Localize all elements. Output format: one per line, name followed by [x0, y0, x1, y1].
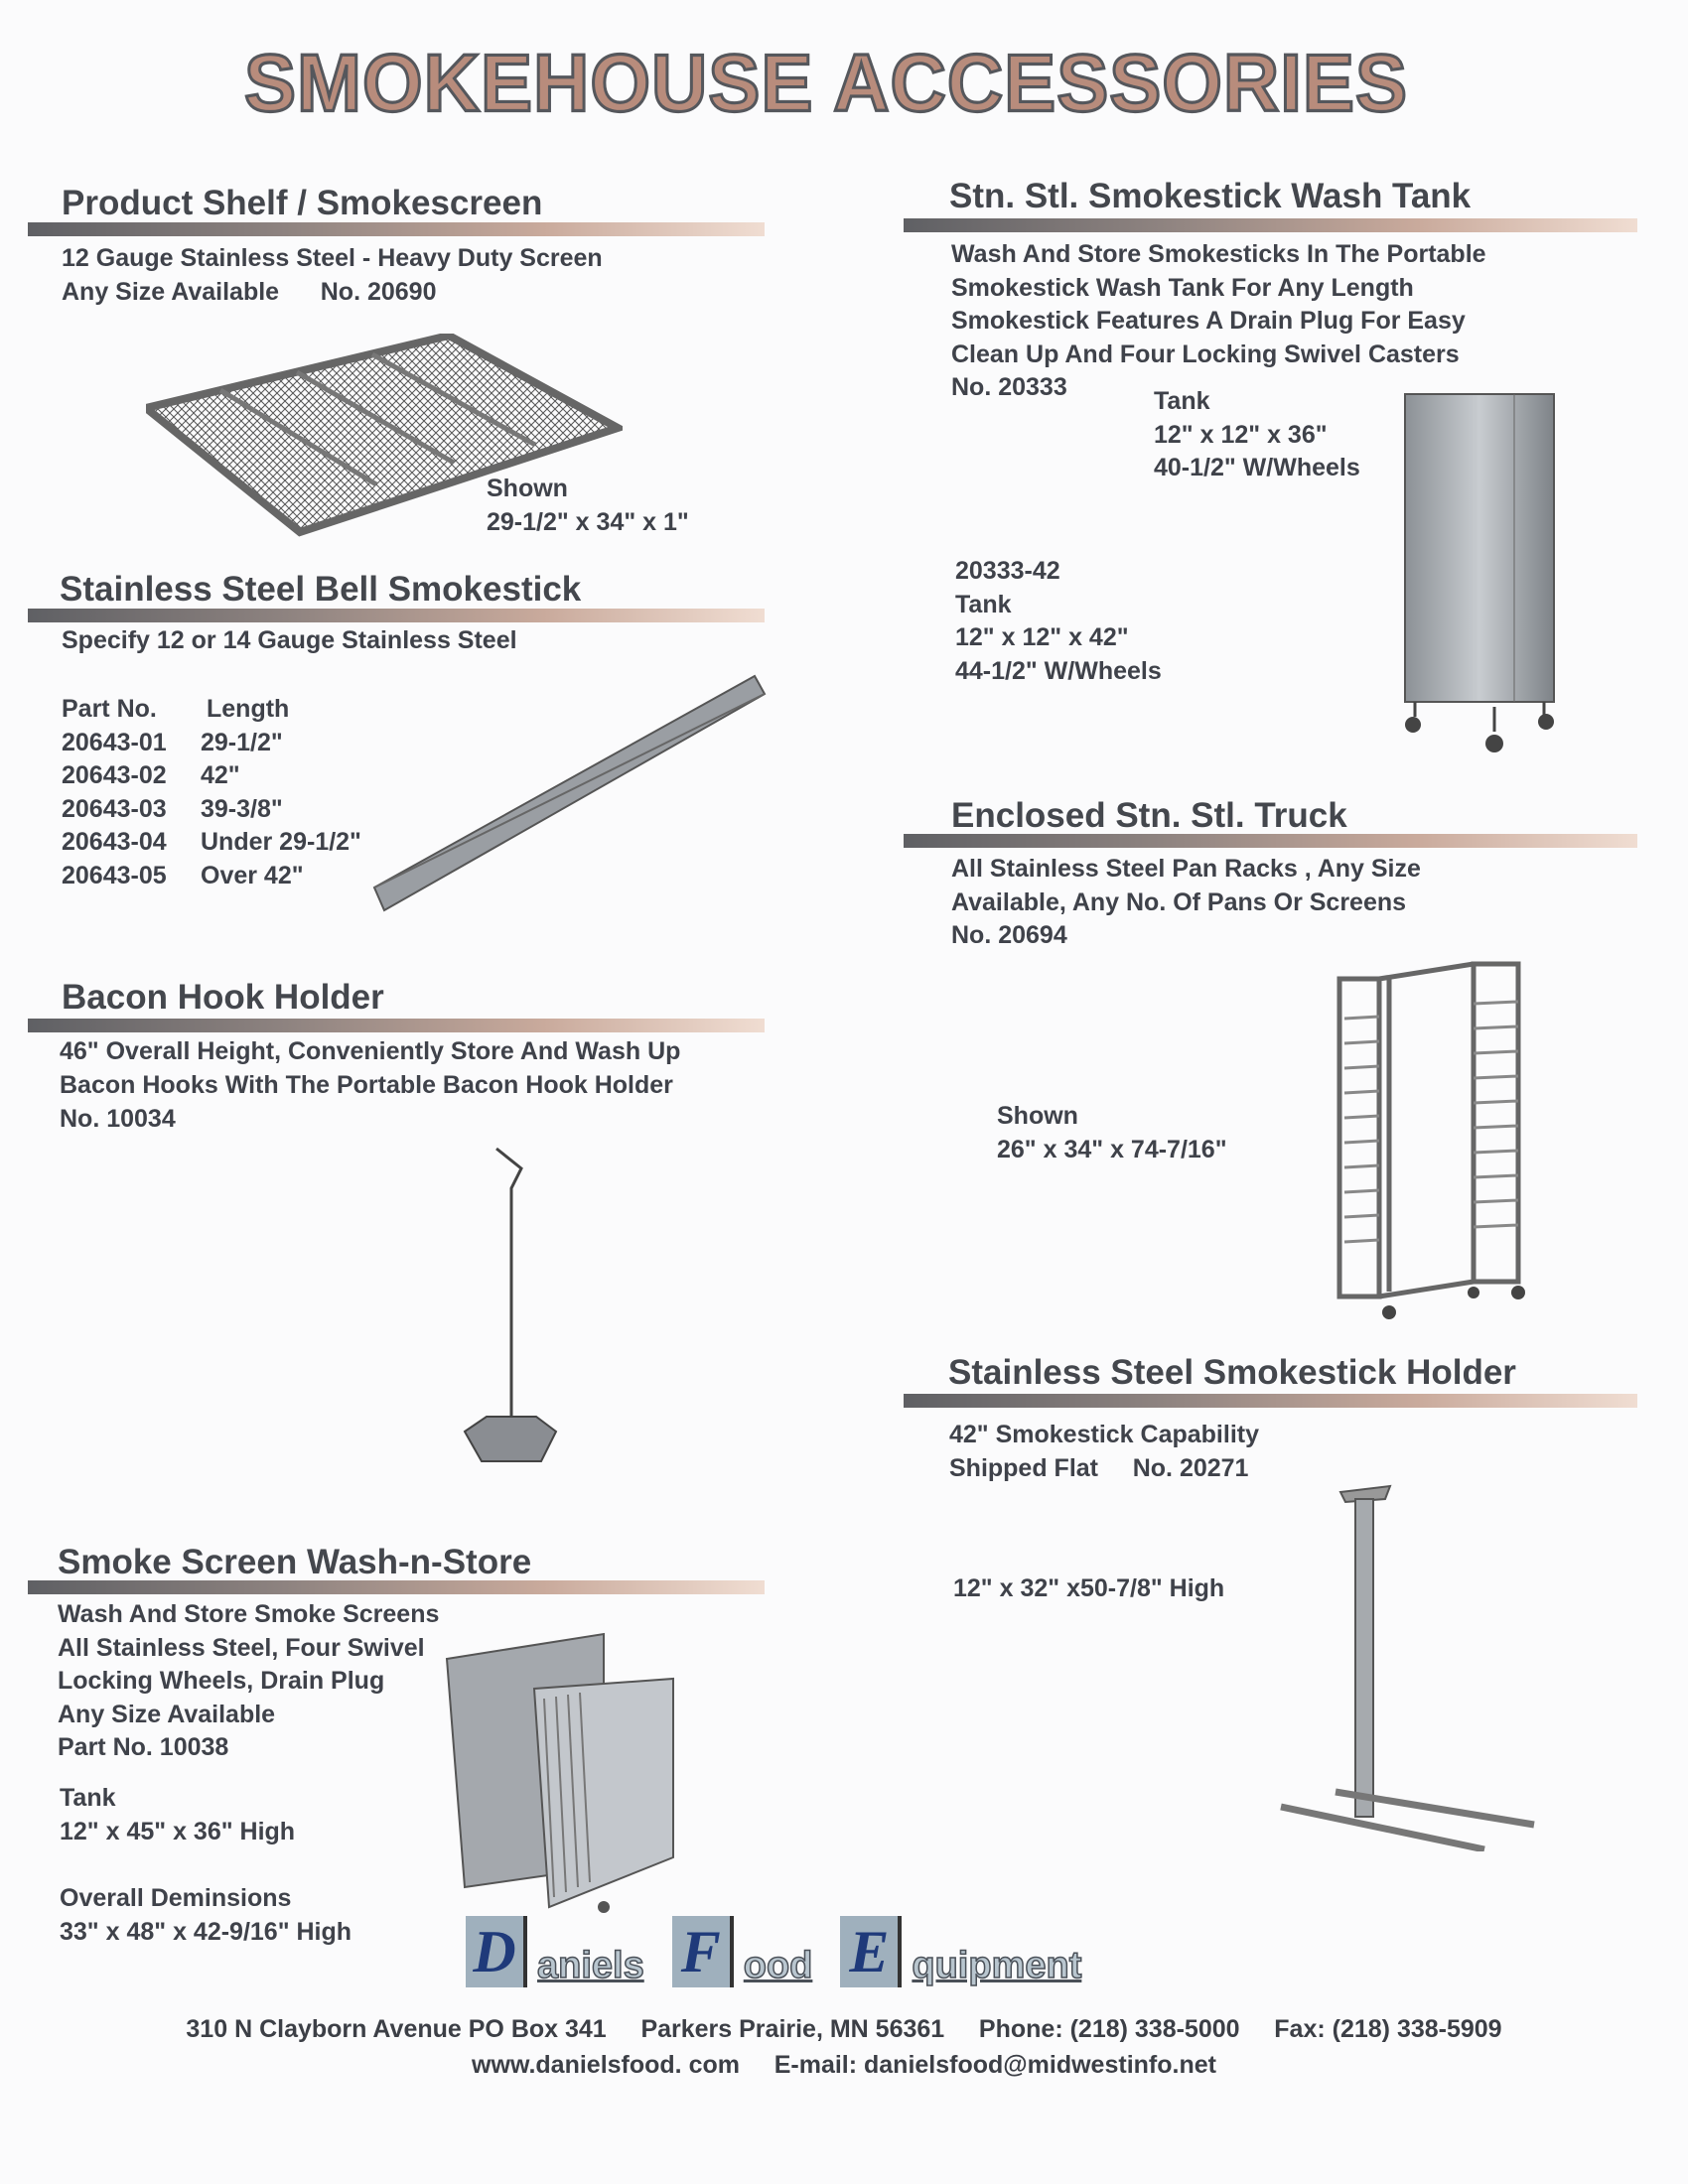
- page-title: SMOKEHOUSE ACCESSORIES: [243, 35, 1409, 130]
- desc-line: Clean Up And Four Locking Swivel Casters: [951, 340, 1460, 368]
- length: 29-1/2": [201, 728, 283, 756]
- section-heading-washtank: Stn. Stl. Smokestick Wash Tank: [949, 177, 1472, 215]
- shelf-desc-1: 12 Gauge Stainless Steel - Heavy Duty Sc…: [62, 244, 603, 272]
- heading-bar: [904, 218, 1637, 232]
- screenwash-desc: Wash And Store Smoke Screens All Stainle…: [58, 1598, 439, 1765]
- part-no: 20643-03: [62, 794, 167, 823]
- part-number: No. 20333: [951, 373, 1067, 402]
- heading-bar: [28, 1580, 765, 1594]
- heading-bar: [28, 609, 765, 622]
- length: 39-3/8": [201, 794, 283, 823]
- screenwash-tank-label: Tank: [60, 1784, 116, 1812]
- screen-wash-store-image: [445, 1632, 674, 1913]
- spec-line: Tank: [955, 590, 1012, 618]
- desc-line: Shipped Flat No. 20271: [949, 1453, 1249, 1482]
- length: Over 42": [201, 861, 304, 889]
- desc-line: Wash And Store Smokesticks In The Portab…: [951, 240, 1486, 268]
- heading-bar: [28, 1019, 765, 1032]
- logo-word: ood: [743, 1944, 813, 1987]
- footer-address: 310 N Clayborn Avenue PO Box 341 Parkers…: [186, 2015, 1502, 2043]
- heading-bar: [904, 1394, 1637, 1408]
- desc-line: Part No. 10038: [58, 1733, 229, 1762]
- bacon-desc-3: No. 10034: [60, 1105, 176, 1133]
- part-no: 20643-05: [62, 861, 167, 889]
- desc-line: Any Size Available: [58, 1700, 276, 1728]
- length: 42": [201, 761, 240, 790]
- section-heading-holder: Stainless Steel Smokestick Holder: [948, 1353, 1516, 1392]
- holder-size: 12" x 32" x50-7/8" High: [953, 1574, 1225, 1602]
- bacon-hook-holder-image: [463, 1147, 558, 1462]
- desc-line: 42" Smokestick Capability: [949, 1421, 1259, 1448]
- spec-line: 20333-42: [955, 557, 1060, 585]
- washtank-tank2: 20333-42 Tank 12" x 12" x 42" 44-1/2" W/…: [955, 555, 1162, 688]
- bell-desc: Specify 12 or 14 Gauge Stainless Steel: [62, 626, 517, 654]
- heading-bar: [28, 222, 765, 236]
- spec-line: 12" x 12" x 36": [1154, 420, 1328, 449]
- col-header-part: Part No.: [62, 695, 157, 723]
- section-heading-shelf: Product Shelf / Smokescreen: [62, 184, 543, 222]
- washtank-desc: Wash And Store Smokesticks In The Portab…: [951, 238, 1486, 405]
- length: Under 29-1/2": [201, 828, 361, 857]
- logo-letter: F: [671, 1916, 734, 1987]
- shelf-desc-2: Any Size Available No. 20690: [62, 278, 437, 306]
- desc-line: Smokestick Features A Drain Plug For Eas…: [951, 307, 1466, 336]
- desc-line: Available, Any No. Of Pans Or Screens: [951, 887, 1407, 916]
- bell-table: Part No. Length 20643-01 29-1/2" 20643-02 4…: [62, 693, 361, 893]
- logo-letter: E: [840, 1916, 903, 1987]
- section-heading-bacon: Bacon Hook Holder: [62, 978, 384, 1017]
- section-heading-bell: Stainless Steel Bell Smokestick: [60, 570, 582, 609]
- part-no: 20643-02: [62, 761, 167, 790]
- logo-word: aniels: [536, 1944, 644, 1987]
- bacon-desc-2: Bacon Hooks With The Portable Bacon Hook…: [60, 1071, 673, 1099]
- desc-line: All Stainless Steel Pan Racks , Any Size: [951, 855, 1421, 883]
- smokestick-holder-image: [1280, 1484, 1535, 1851]
- logo-letter: D: [466, 1916, 527, 1987]
- spec-line: 12" x 12" x 42": [955, 623, 1129, 652]
- footer-contact: www.danielsfood. com E-mail: danielsfood…: [472, 2051, 1216, 2079]
- wash-tank-image: [1404, 393, 1555, 752]
- part-no: 20643-01: [62, 728, 167, 756]
- product-shelf-image: [146, 334, 623, 537]
- logo-word: quipment: [912, 1944, 1082, 1987]
- desc-line: Wash And Store Smoke Screens: [58, 1600, 440, 1628]
- desc-line: Locking Wheels, Drain Plug: [58, 1667, 385, 1696]
- section-heading-screenwash: Smoke Screen Wash-n-Store: [58, 1543, 532, 1581]
- smokestick-image: [372, 674, 767, 912]
- holder-desc: 42" Smokestick Capability Shipped Flat N…: [949, 1419, 1259, 1485]
- spec-line: 44-1/2" W/Wheels: [955, 656, 1162, 685]
- section-heading-truck: Enclosed Stn. Stl. Truck: [951, 796, 1347, 835]
- spec-line: 40-1/2" W/Wheels: [1154, 454, 1360, 482]
- part-no: 20643-04: [62, 828, 167, 857]
- shelf-shown-size: 29-1/2" x 34" x 1": [487, 508, 689, 536]
- screenwash-tank-size: 12" x 45" x 36" High: [60, 1818, 296, 1845]
- desc-line: Smokestick Wash Tank For Any Length: [951, 273, 1414, 302]
- heading-bar: [904, 834, 1637, 848]
- col-header-length: Length: [207, 695, 290, 723]
- screenwash-overall-label: Overall Deminsions: [60, 1884, 292, 1912]
- desc-line: All Stainless Steel, Four Swivel: [58, 1633, 425, 1662]
- truck-shown-label: Shown: [997, 1102, 1078, 1130]
- desc-line: No. 20694: [951, 921, 1067, 950]
- spec-line: Tank: [1154, 387, 1210, 415]
- bacon-desc-1: 46" Overall Height, Conveniently Store A…: [60, 1037, 681, 1065]
- shelf-shown-label: Shown: [487, 475, 568, 502]
- truck-desc: All Stainless Steel Pan Racks , Any Size…: [951, 853, 1421, 953]
- screenwash-overall-size: 33" x 48" x 42-9/16" High: [60, 1918, 352, 1946]
- washtank-tank1: Tank 12" x 12" x 36" 40-1/2" W/Wheels: [1154, 385, 1360, 485]
- truck-shown-size: 26" x 34" x 74-7/16": [997, 1136, 1227, 1163]
- pan-rack-truck-image: [1336, 961, 1525, 1319]
